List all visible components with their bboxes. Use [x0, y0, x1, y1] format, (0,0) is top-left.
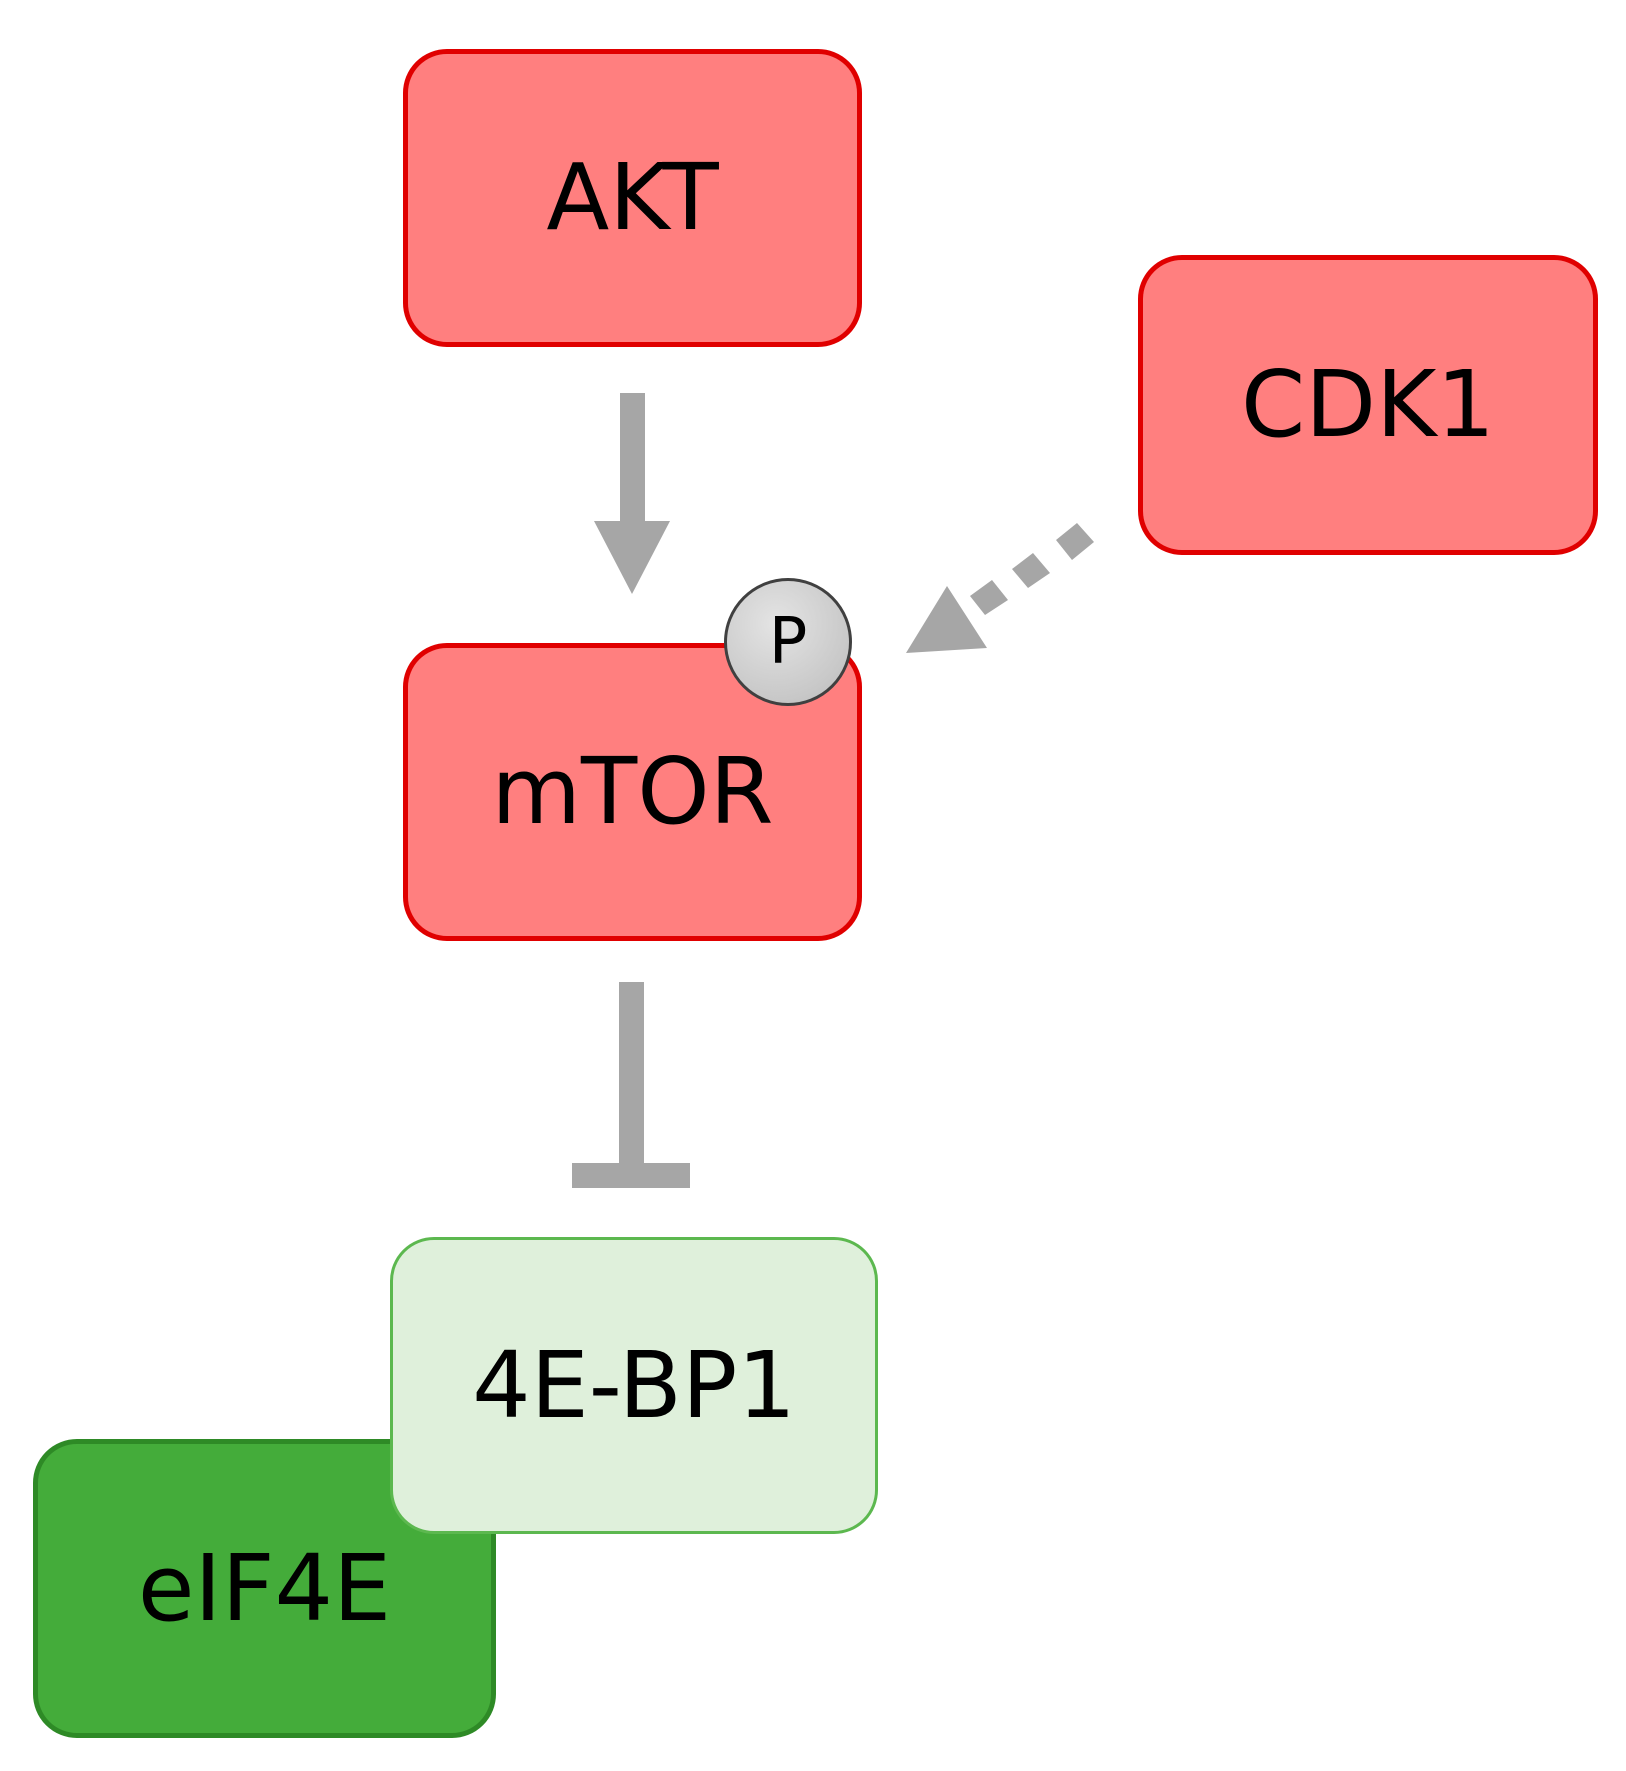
node-cdk1: CDK1: [1138, 255, 1598, 555]
node-mtor-label: mTOR: [491, 738, 774, 845]
node-4ebp1: 4E-BP1: [390, 1237, 878, 1534]
node-eif4e-label: eIF4E: [137, 1534, 392, 1642]
edge-akt-mtor-shaft: [620, 393, 645, 529]
edge-cdk1-mtor-dash-1: [1056, 523, 1094, 560]
node-cdk1-label: CDK1: [1241, 351, 1495, 458]
edge-cdk1-mtor-dash-3: [970, 580, 1008, 615]
edge-cdk1-mtor-arrowhead: [906, 586, 987, 653]
edge-cdk1-mtor-dash-2: [1012, 553, 1050, 588]
phosphorylation-badge: P: [724, 578, 852, 706]
node-4ebp1-label: 4E-BP1: [472, 1331, 796, 1439]
edge-cdk1-to-mtor: [906, 523, 1094, 653]
edge-akt-mtor-arrowhead: [594, 521, 670, 594]
node-akt-label: AKT: [546, 144, 719, 251]
phosphorylation-label: P: [768, 605, 808, 679]
edge-akt-to-mtor: [594, 393, 670, 594]
edge-mtor-inhibits-4ebp1: [572, 982, 690, 1188]
node-akt: AKT: [403, 49, 862, 347]
edge-mtor-4ebp1-shaft: [619, 982, 644, 1178]
edge-mtor-4ebp1-bar: [572, 1163, 690, 1188]
